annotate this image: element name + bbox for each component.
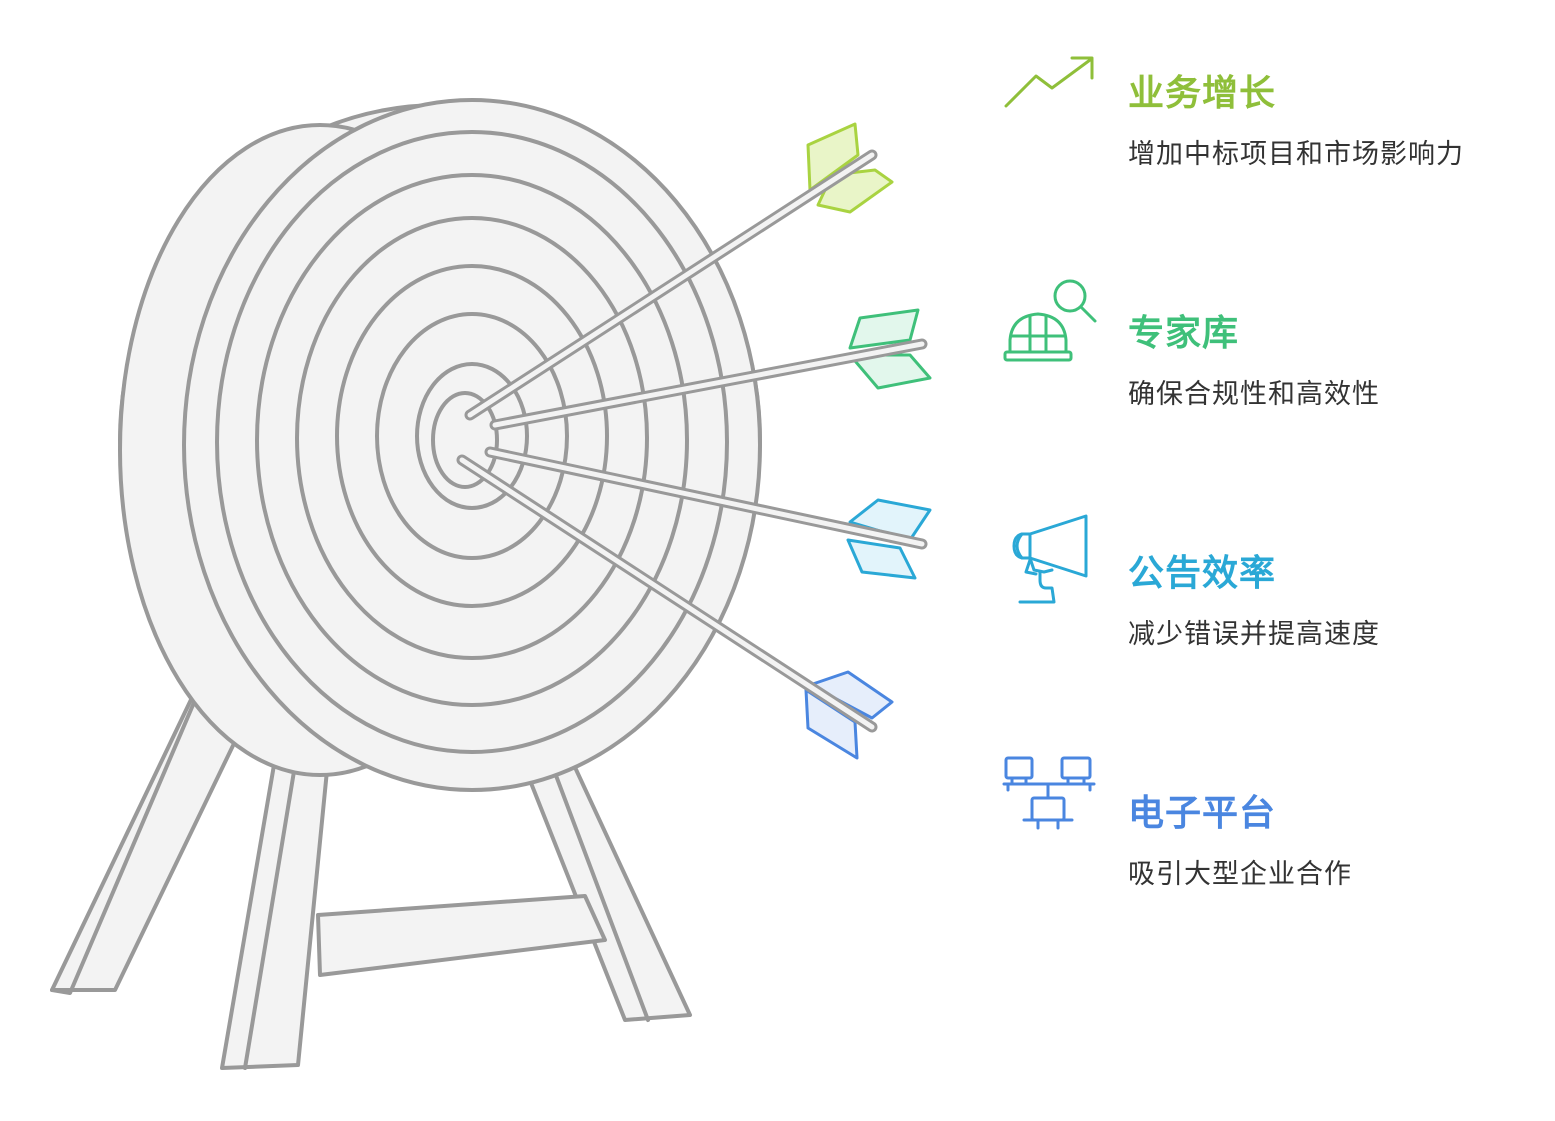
archery-target-illustration [50, 98, 932, 1070]
target-rings [215, 130, 729, 754]
item-description: 减少错误并提高速度 [1128, 619, 1380, 650]
target-stand [50, 658, 692, 1070]
network-computers-icon [1000, 754, 1100, 854]
item-expert-library: 专家库 确保合规性和高效性 [1000, 279, 1540, 432]
item-electronic-platform: 电子平台 吸引大型企业合作 [1000, 756, 1540, 912]
arrow-cyan [484, 446, 932, 580]
arrows [456, 122, 932, 760]
arrow-green [489, 308, 932, 431]
trend-up-icon [1000, 52, 1100, 152]
item-announcement-efficiency: 公告效率 减少错误并提高速度 [1000, 514, 1540, 672]
arrow-blue [456, 454, 894, 760]
item-title: 业务增长 [1128, 73, 1277, 114]
item-description: 确保合规性和高效性 [1128, 379, 1380, 410]
item-title: 公告效率 [1128, 553, 1277, 594]
arrow-lime [464, 122, 894, 421]
item-description: 增加中标项目和市场影响力 [1128, 139, 1464, 170]
item-description: 吸引大型企业合作 [1128, 859, 1352, 890]
hardhat-search-icon [1000, 274, 1100, 374]
item-business-growth: 业务增长 增加中标项目和市场影响力 [1000, 52, 1540, 192]
item-title: 专家库 [1128, 313, 1240, 354]
megaphone-icon [1000, 514, 1100, 614]
bullseye [431, 391, 499, 489]
item-title: 电子平台 [1128, 793, 1277, 834]
